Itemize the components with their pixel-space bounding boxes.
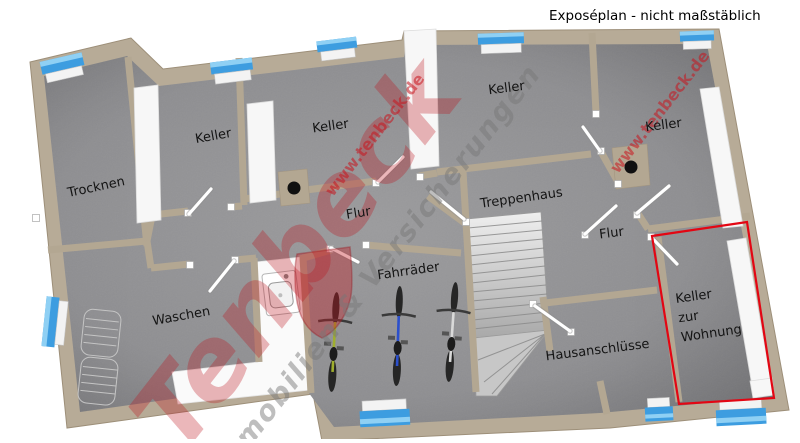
window [316,36,358,62]
window [644,397,674,422]
bicycle-green [317,292,353,392]
window [715,398,767,427]
room-label-flur-main: Flur [345,204,372,223]
drying-rack [77,308,122,406]
window [359,398,411,428]
utility-sink [261,270,301,317]
highlight-outline-keller-zur-wohnung [650,220,776,406]
window [41,296,69,348]
room-label-keller-4: Keller [645,116,684,135]
floor-drain [624,160,638,174]
room-label-keller-3: Keller [488,79,527,98]
bicycle-blue [381,286,417,386]
svg-text:Keller: Keller [675,287,714,307]
window [477,32,525,55]
staircase [466,211,550,397]
door-leaves [186,124,680,334]
window [39,52,85,84]
page-title: Exposéplan - nicht maßstäblich [549,8,761,24]
watermark-shield [294,246,353,339]
bicycles [317,282,471,392]
window [679,30,715,50]
floor-drain [287,181,301,195]
room-label-keller-2: Keller [311,116,350,136]
doors [32,110,680,336]
room-label-keller-1: Keller [194,126,233,147]
bicycle-white [436,282,471,382]
svg-text:zur: zur [677,308,700,326]
windows [39,30,767,428]
shelving [133,28,775,399]
room-label-flur-right: Flur [598,224,625,242]
window [209,57,254,85]
